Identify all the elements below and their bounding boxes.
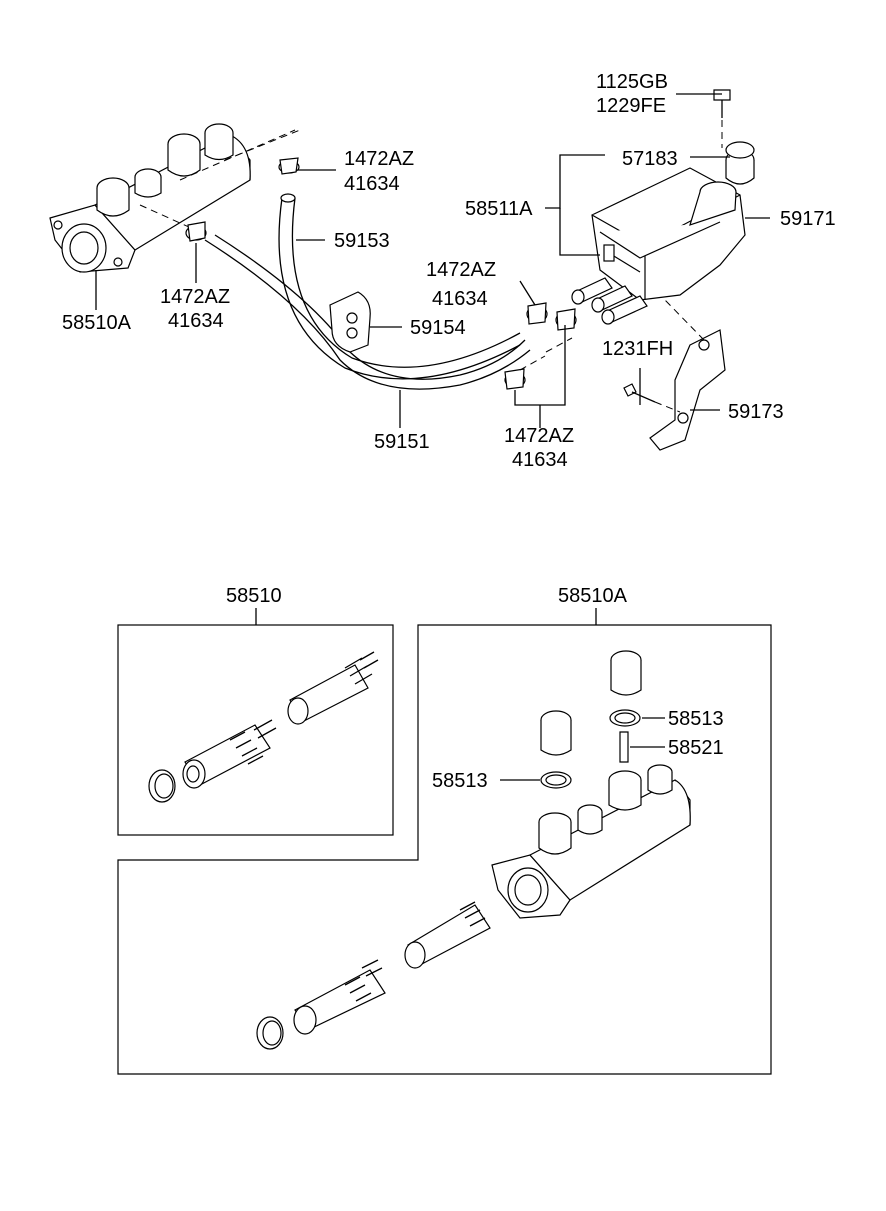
hose-clamp-bottom: [504, 337, 573, 390]
box-58510a: [117, 608, 772, 1075]
label-58510: 58510: [226, 585, 282, 607]
label-58510a-box: 58510A: [558, 585, 628, 607]
bolt-1231fh: [623, 383, 681, 413]
label-59151: 59151: [374, 431, 430, 453]
hose-59153: [278, 193, 521, 380]
label-58511a: 58511A: [465, 198, 533, 220]
master-cylinder-assembly-top: [49, 123, 301, 273]
hose-clip-59154: [329, 291, 371, 353]
label-59171: 59171: [780, 208, 836, 230]
hose-clamp-mid: [526, 302, 577, 331]
label-41634-left: 41634: [168, 310, 224, 332]
label-1472az-bot: 1472AZ: [504, 425, 574, 447]
label-1472az-top: 1472AZ: [344, 148, 414, 170]
label-41634-top: 41634: [344, 173, 400, 195]
label-41634-mid: 41634: [432, 288, 488, 310]
label-58513-left: 58513: [432, 770, 488, 792]
box-58510: [117, 608, 394, 836]
leader-lines-top: [95, 93, 770, 428]
reservoir-cap-57183: [725, 141, 755, 185]
label-59153: 59153: [334, 230, 390, 252]
label-59173: 59173: [728, 401, 784, 423]
label-1472az-mid: 1472AZ: [426, 259, 496, 281]
label-58513-right: 58513: [668, 708, 724, 730]
label-1472az-left: 1472AZ: [160, 286, 230, 308]
label-58521: 58521: [668, 737, 724, 759]
reservoir-59171: [591, 167, 746, 301]
label-1231fh: 1231FH: [602, 338, 673, 360]
label-58510a-top: 58510A: [62, 312, 132, 334]
hose-clamp-left: [185, 221, 207, 242]
label-59154: 59154: [410, 317, 466, 339]
label-57183: 57183: [622, 148, 678, 170]
labels: 1125GB 1229FE 57183 1472AZ 41634 58511A …: [62, 71, 836, 792]
screw-1125gb: [713, 89, 731, 148]
hose-59151: [204, 234, 531, 390]
label-41634-bot: 41634: [512, 449, 568, 471]
bracket-59173: [649, 299, 726, 451]
label-1229fe: 1229FE: [596, 95, 666, 117]
hose-clamp-top: [278, 157, 300, 175]
label-1125gb: 1125GB: [596, 71, 668, 93]
reservoir-outlets: [571, 277, 648, 325]
